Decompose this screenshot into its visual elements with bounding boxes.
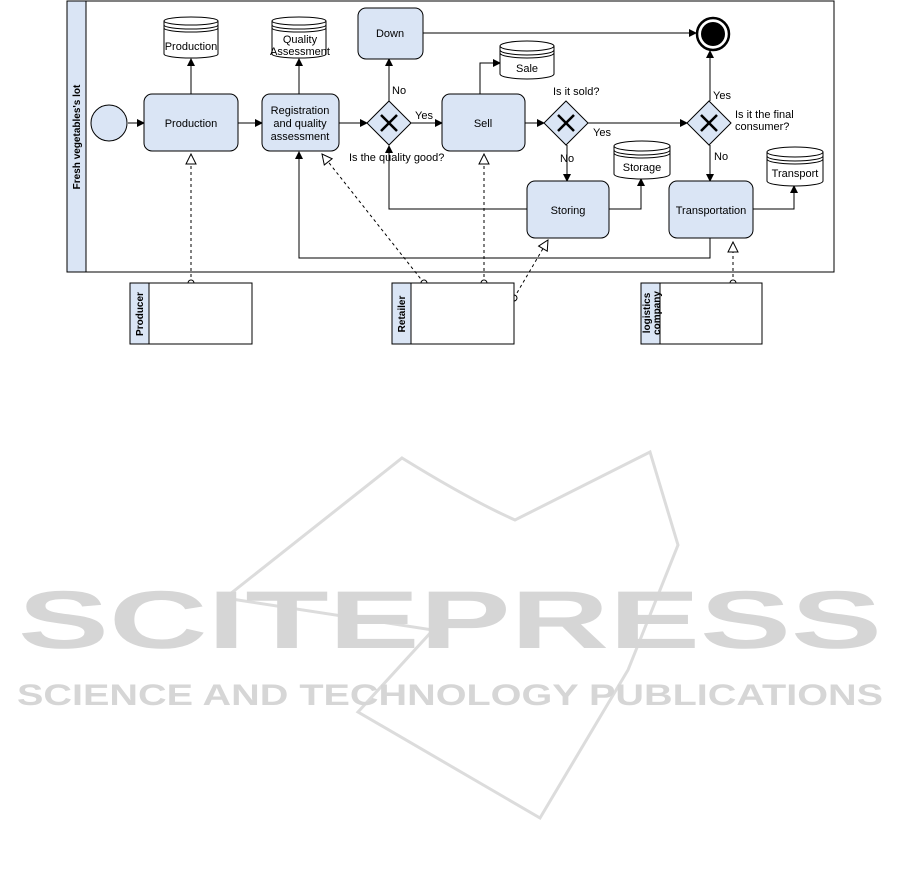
gateway-x-icon — [700, 114, 718, 132]
assoc-storing-storage — [609, 178, 645, 210]
store-quality-label-1: Quality — [283, 34, 318, 46]
task-storing: Storing — [526, 180, 610, 239]
flow-transport-registration — [295, 151, 711, 259]
link-retailer-storing — [514, 240, 548, 298]
task-down-label: Down — [376, 28, 404, 40]
store-storage-label: Storage — [623, 162, 662, 174]
store-quality: Quality Assessment — [270, 16, 330, 59]
gateway-sold — [543, 100, 589, 146]
actor-links — [191, 154, 733, 298]
data-associations — [187, 58, 798, 210]
actor-retailer: Retailer — [391, 282, 515, 345]
assoc-transport-transportstore — [753, 185, 798, 210]
store-transport-label: Transport — [772, 168, 819, 180]
task-registration-label-3: assessment — [271, 131, 330, 143]
store-sale-label: Sale — [516, 63, 538, 75]
task-sell: Sell — [441, 93, 526, 152]
store-production-label: Production — [165, 41, 218, 53]
gateway-quality-label: Is the quality good? — [349, 152, 444, 164]
gateway-sold-label: Is it sold? — [553, 86, 599, 98]
start-event — [90, 104, 128, 142]
flow-label-yes-final: Yes — [713, 90, 731, 102]
pool: Fresh vegetables's lot — [66, 0, 835, 273]
watermark-logo-shape — [221, 449, 680, 821]
gateway-final-label-1: Is it the final — [735, 109, 794, 121]
store-sale: Sale — [499, 40, 555, 80]
task-sell-label: Sell — [474, 118, 492, 130]
store-transport: Transport — [766, 146, 824, 187]
watermark-subtitle: SCIENCE AND TECHNOLOGY PUBLICATIONS — [17, 679, 883, 712]
task-transportation: Transportation — [668, 180, 754, 239]
task-registration-label-2: and quality — [273, 118, 327, 130]
flow-label-yes-quality: Yes — [415, 110, 433, 122]
task-registration-label-1: Registration — [271, 105, 330, 117]
task-down: Down — [357, 7, 424, 60]
flow-label-no-sold: No — [560, 153, 574, 165]
actor-logistics: logistics company — [640, 282, 763, 345]
actor-retailer-label: Retailer — [397, 296, 408, 333]
gateway-x-icon — [380, 114, 398, 132]
store-production: Production — [163, 16, 219, 59]
store-storage: Storage — [613, 140, 671, 180]
task-registration: Registration and quality assessment — [261, 93, 340, 152]
flow-label-no-final: No — [714, 151, 728, 163]
store-quality-label-2: Assessment — [270, 46, 330, 58]
gateway-final-label-2: consumer? — [735, 121, 789, 133]
pool-label: Fresh vegetables's lot — [72, 84, 83, 189]
actor-logistics-label-1: logistics — [642, 292, 653, 333]
flow-label-no-quality: No — [392, 85, 406, 97]
watermark-title: SCITEPRESS — [18, 575, 882, 666]
gateway-x-icon — [557, 114, 575, 132]
flow-label-yes-sold: Yes — [593, 127, 611, 139]
pool-header — [66, 0, 87, 273]
gateway-final — [686, 100, 732, 146]
actor-producer: Producer — [129, 282, 253, 345]
task-production: Production — [143, 93, 239, 152]
actor-logistics-label-2: company — [652, 291, 663, 335]
actor-producer-label: Producer — [135, 292, 146, 336]
watermark: SCITEPRESS SCIENCE AND TECHNOLOGY PUBLIC… — [17, 449, 883, 821]
task-transportation-label: Transportation — [676, 205, 747, 217]
task-production-label: Production — [165, 118, 218, 130]
end-event — [695, 16, 731, 52]
link-retailer-registration — [322, 154, 424, 283]
assoc-sell-sale — [479, 59, 501, 94]
task-storing-label: Storing — [551, 205, 586, 217]
gateway-quality — [366, 100, 412, 146]
